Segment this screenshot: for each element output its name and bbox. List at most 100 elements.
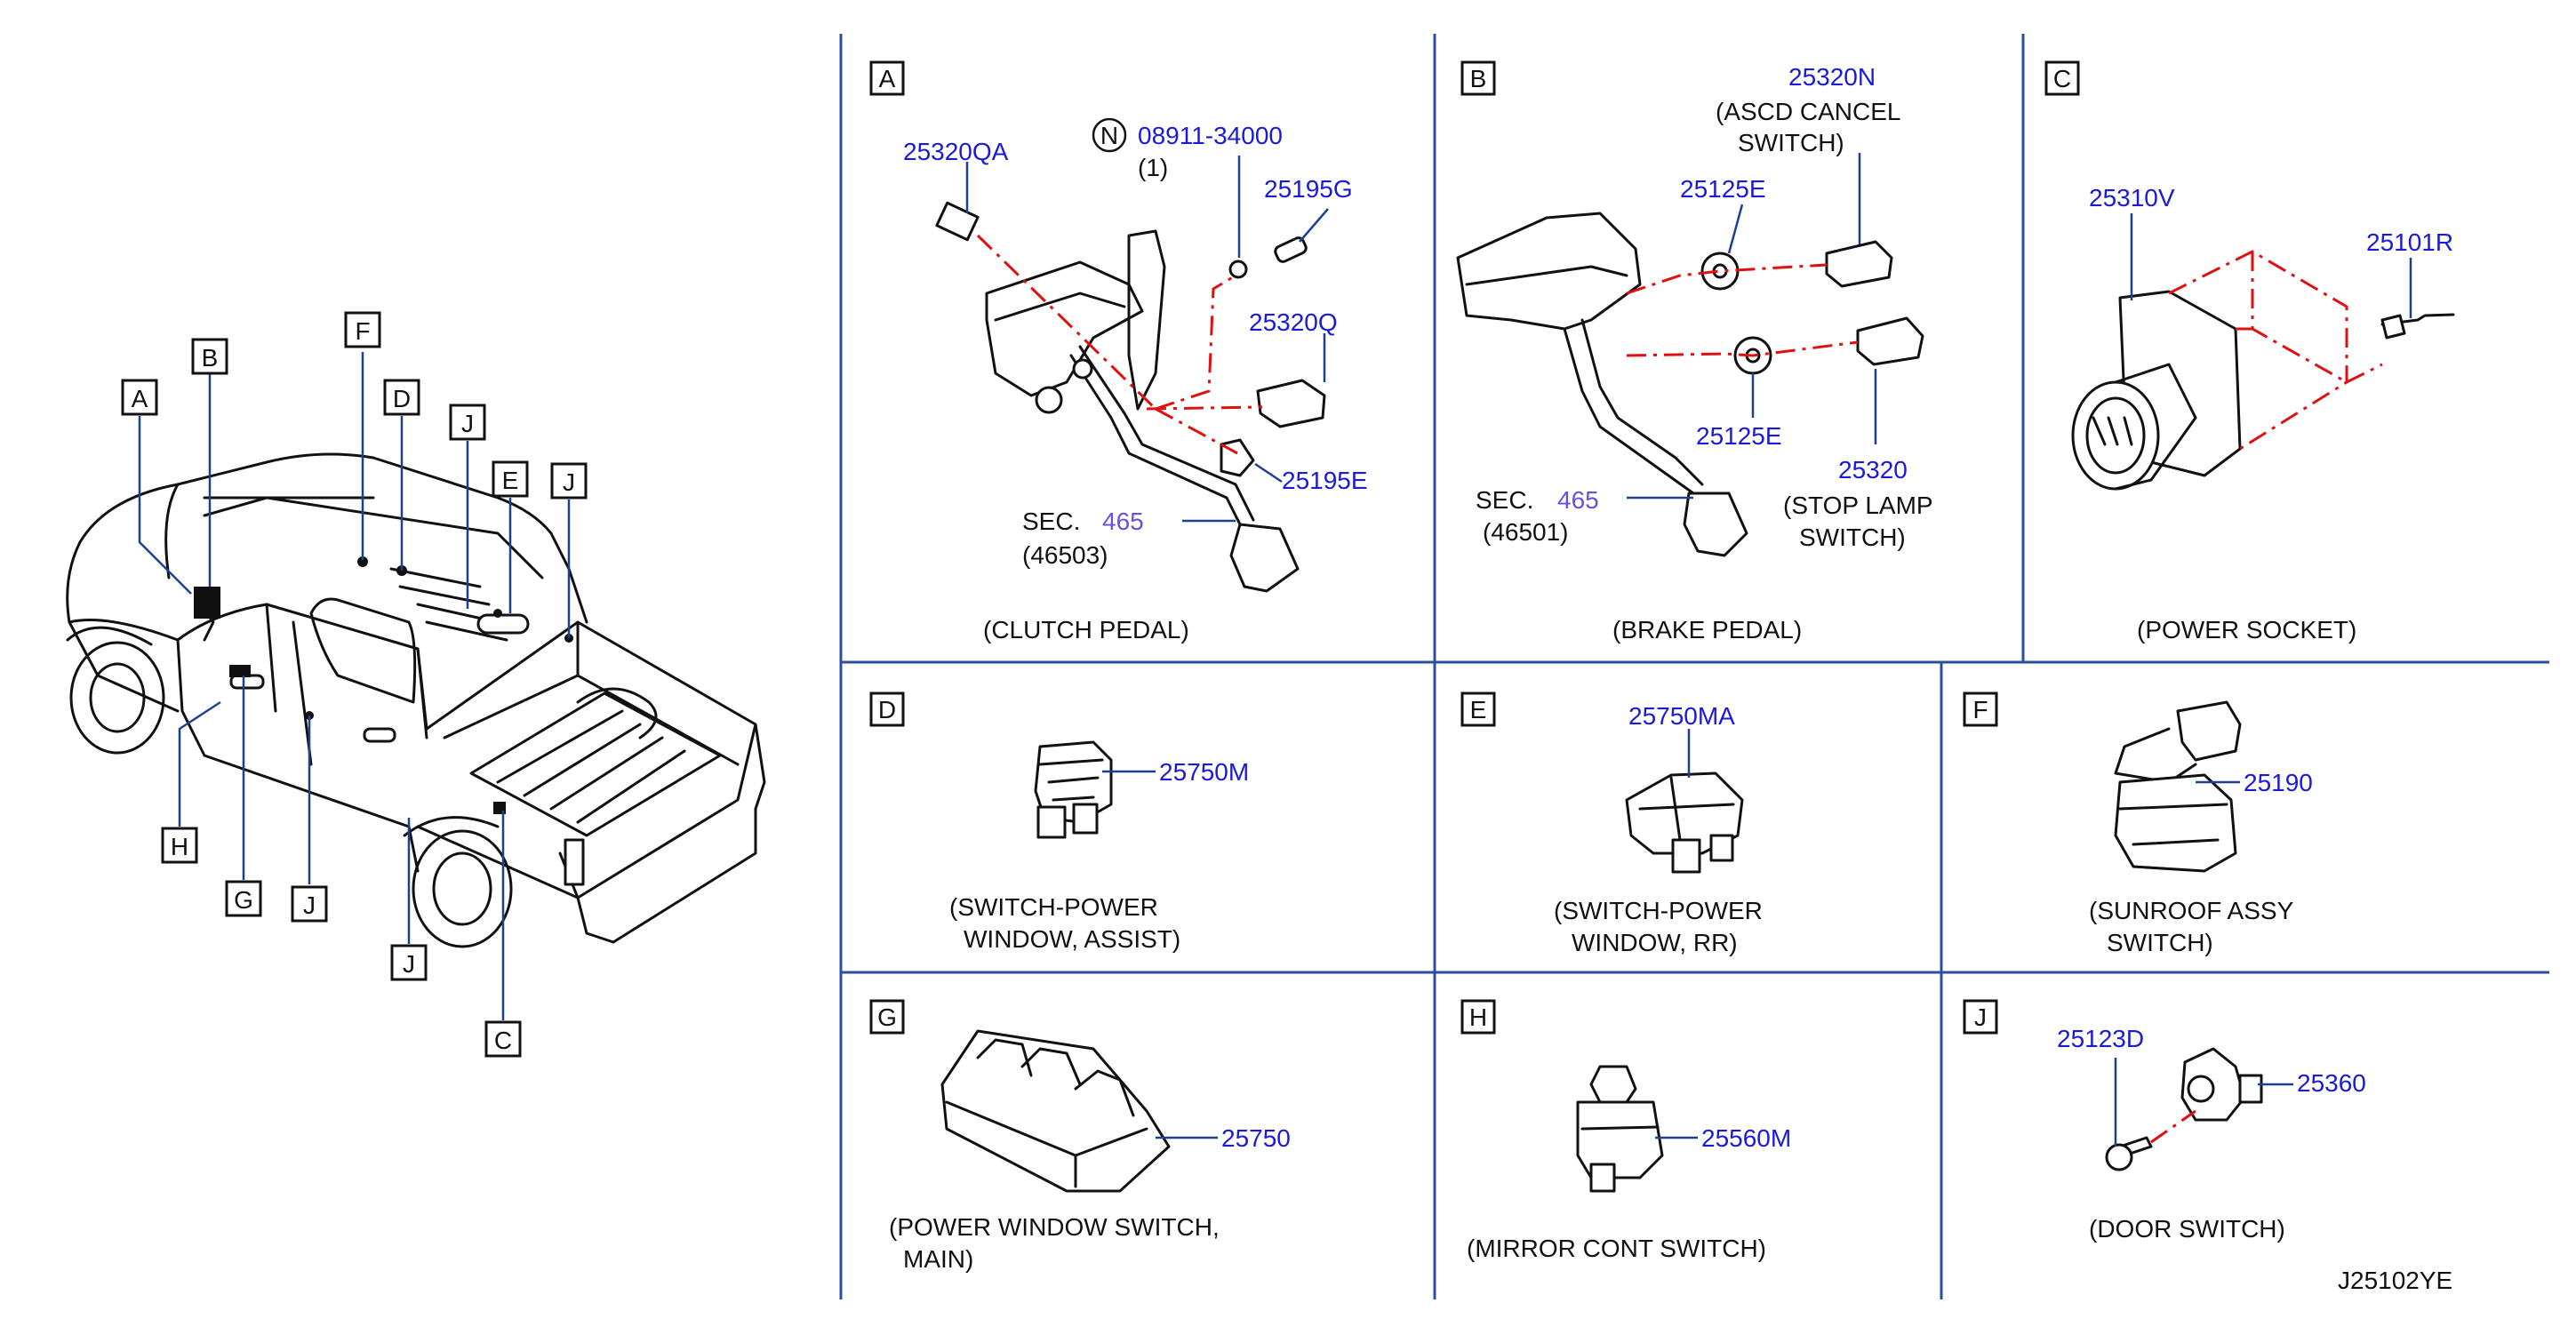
vehicle-overview: A B F D J E J H G J J C — [66, 311, 766, 1058]
panel-d-switch-power-window-assist: D 25750M (SWITCH-POWER WINDOW, ASSIST) — [869, 691, 1249, 953]
brake-dashed-leaders — [1626, 263, 1859, 357]
part-number-25195G[interactable]: 25195G — [1264, 175, 1353, 203]
callout-box-C[interactable]: C — [484, 1020, 522, 1058]
callout-box-E[interactable]: E — [492, 460, 529, 498]
panel-letter-box — [869, 999, 905, 1035]
panel-letter-box — [1963, 999, 1998, 1035]
section-reference-465[interactable]: 465 — [1557, 486, 1599, 514]
callout-box-B[interactable]: B — [191, 338, 228, 375]
part-quantity: (1) — [1138, 154, 1168, 181]
callout-box-F[interactable]: F — [344, 311, 381, 348]
part-number-25310V[interactable]: 25310V — [2089, 184, 2175, 212]
main-window-switch-illustration — [940, 1029, 1171, 1193]
panel-caption: WINDOW, ASSIST) — [964, 925, 1180, 953]
panel-c-power-socket: C 25310V 25101R (POWER SOCKET) — [2044, 60, 2455, 644]
part-number-25320Q[interactable]: 25320Q — [1249, 308, 1338, 336]
panel-letter: A — [879, 65, 896, 92]
window-switch-rr-illustration — [1625, 771, 1744, 874]
callout-letter: J — [303, 891, 316, 919]
panel-caption: (DOOR SWITCH) — [2089, 1215, 2285, 1243]
part-number-25195E[interactable]: 25195E — [1282, 467, 1368, 494]
window-switch-assist-illustration — [1034, 740, 1113, 839]
part-note: (STOP LAMP — [1783, 492, 1933, 519]
sunroof-switch-illustration — [2114, 700, 2242, 873]
callout-box-D[interactable]: D — [383, 379, 420, 416]
callout-letter: C — [494, 1027, 512, 1054]
panel-e-switch-power-window-rr: E 25750MA (SWITCH-POWER WINDOW, RR) — [1460, 691, 1763, 956]
socket-leader-lines — [2130, 213, 2412, 318]
callout-letter: J — [403, 950, 415, 978]
panel-letter-box — [1963, 691, 1998, 727]
panel-caption: (SWITCH-POWER — [1554, 897, 1763, 924]
part-number-25101R[interactable]: 25101R — [2366, 228, 2453, 256]
clutch-dashed-leaders — [976, 234, 1263, 455]
part-number-25125E[interactable]: 25125E — [1680, 175, 1766, 203]
callout-letter: E — [502, 467, 519, 494]
brake-leader-lines — [1627, 153, 1877, 500]
part-number-25190[interactable]: 25190 — [2244, 769, 2313, 796]
panel-letter-box — [1460, 60, 1496, 96]
callout-box-J[interactable]: J — [550, 462, 588, 500]
part-number-25125E[interactable]: 25125E — [1696, 422, 1782, 450]
panel-a-clutch-pedal: A 2 — [869, 60, 1368, 644]
panel-letter-box — [1460, 691, 1496, 727]
panel-letter: G — [877, 1003, 897, 1031]
callout-box-J[interactable]: J — [449, 404, 486, 441]
callout-letter: J — [461, 410, 474, 437]
part-number-25750MA[interactable]: 25750MA — [1628, 702, 1735, 730]
panel-caption: (CLUTCH PEDAL) — [983, 616, 1189, 644]
callout-box-A[interactable]: A — [121, 379, 158, 416]
panel-letter: H — [1469, 1003, 1487, 1031]
callout-letter: D — [393, 385, 411, 412]
panel-j-door-switch: J 25123D 25360 (DOOR SWITCH) — [1963, 999, 2366, 1243]
panel-letter: E — [1470, 696, 1487, 723]
callout-leaders — [138, 352, 571, 1020]
callout-letter: A — [132, 385, 148, 412]
part-number-25560M[interactable]: 25560M — [1701, 1124, 1791, 1152]
part-number-25320[interactable]: 25320 — [1838, 456, 1908, 484]
panel-caption: (MIRROR CONT SWITCH) — [1467, 1235, 1766, 1262]
panel-grid — [839, 34, 2549, 1299]
power-socket-illustration — [2071, 290, 2455, 491]
part-number-25320QA[interactable]: 25320QA — [903, 138, 1009, 165]
part-number-25123D[interactable]: 25123D — [2057, 1025, 2144, 1052]
callout-box-H[interactable]: H — [161, 827, 198, 864]
panel-letter: B — [1470, 65, 1487, 92]
mirror-switch-illustration — [1576, 1065, 1664, 1193]
panel-caption: WINDOW, RR) — [1572, 929, 1738, 956]
panel-b-brake-pedal: B 25320N (ASCD CANCEL SWITCH — [1456, 60, 1933, 644]
callout-box-J[interactable]: J — [291, 885, 328, 923]
part-number-25360[interactable]: 25360 — [2297, 1069, 2366, 1097]
panel-caption: (BRAKE PEDAL) — [1612, 616, 1802, 644]
section-subgroup: (46501) — [1483, 518, 1569, 546]
panel-caption: (SUNROOF ASSY — [2089, 897, 2294, 924]
part-number-25320N[interactable]: 25320N — [1788, 63, 1876, 91]
panel-letter: C — [2053, 65, 2071, 92]
part-number-25750[interactable]: 25750 — [1221, 1124, 1291, 1152]
panel-f-sunroof-assy-switch: F 25190 (SUNROOF ASSY SWITCH) — [1963, 691, 2313, 956]
part-number-25750M[interactable]: 25750M — [1159, 758, 1249, 786]
panel-caption: SWITCH) — [2107, 929, 2213, 956]
panel-letter: F — [1972, 696, 1988, 723]
panel-caption: (SWITCH-POWER — [949, 893, 1158, 921]
callout-box-G[interactable]: G — [225, 880, 262, 917]
door-switch-dashed-leader — [2150, 1109, 2196, 1144]
clutch-pedal-illustration — [935, 201, 1326, 593]
callout-box-J[interactable]: J — [390, 944, 428, 981]
part-number-08911-34000[interactable]: 08911-34000 — [1138, 122, 1283, 149]
diagram-id: J25102YE — [2338, 1267, 2452, 1294]
part-note: (ASCD CANCEL — [1716, 98, 1900, 125]
panel-caption: MAIN) — [903, 1245, 973, 1273]
clutch-leader-lines — [965, 156, 1329, 523]
section-prefix: SEC. — [1022, 508, 1080, 535]
panel-g-power-window-switch-main: G 25750 (POWER WINDOW SWITCH, MAIN) — [869, 999, 1291, 1273]
nut-symbol: N — [1092, 117, 1127, 153]
section-prefix: SEC. — [1476, 486, 1533, 514]
callout-letter: H — [171, 833, 188, 860]
panel-h-mirror-cont-switch: H 25560M (MIRROR CONT SWITCH) — [1460, 999, 1791, 1262]
section-reference-465[interactable]: 465 — [1102, 508, 1144, 535]
panel-letter-box — [869, 691, 905, 727]
door-switch-illustration — [2105, 1047, 2263, 1171]
panel-letter: D — [878, 696, 896, 723]
